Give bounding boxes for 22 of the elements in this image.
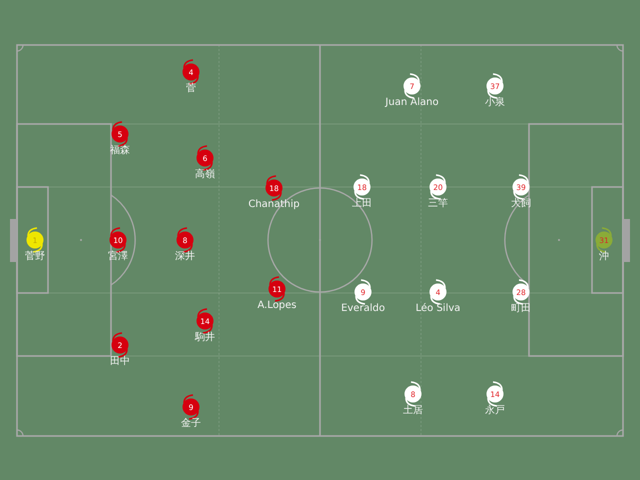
player-name: Juan Alano: [385, 97, 439, 109]
player-name: 三竿: [428, 198, 448, 210]
player-name: 小泉: [485, 97, 505, 109]
player-name: Léo Silva: [416, 303, 460, 315]
player-name: 犬飼: [511, 198, 531, 210]
player-name: Chanathip: [248, 199, 300, 211]
player-name: 土居: [403, 405, 423, 417]
player-name: 金子: [181, 418, 201, 430]
player-name: 高嶺: [195, 169, 215, 181]
player-name: 上田: [352, 198, 372, 210]
player-name: 福森: [110, 145, 130, 157]
player-name: 深井: [175, 251, 195, 263]
player-name: 菅野: [25, 251, 45, 263]
player-name: 菅: [186, 83, 196, 95]
player-name: A.Lopes: [257, 300, 297, 312]
player-name: 田中: [110, 356, 130, 368]
player-name: 永戸: [485, 405, 505, 417]
player-name: 宮澤: [108, 251, 128, 263]
player-name: 沖: [599, 251, 609, 263]
player-name: 町田: [511, 303, 531, 315]
player-name: Everaldo: [341, 303, 385, 315]
player-name: 駒井: [195, 332, 215, 344]
